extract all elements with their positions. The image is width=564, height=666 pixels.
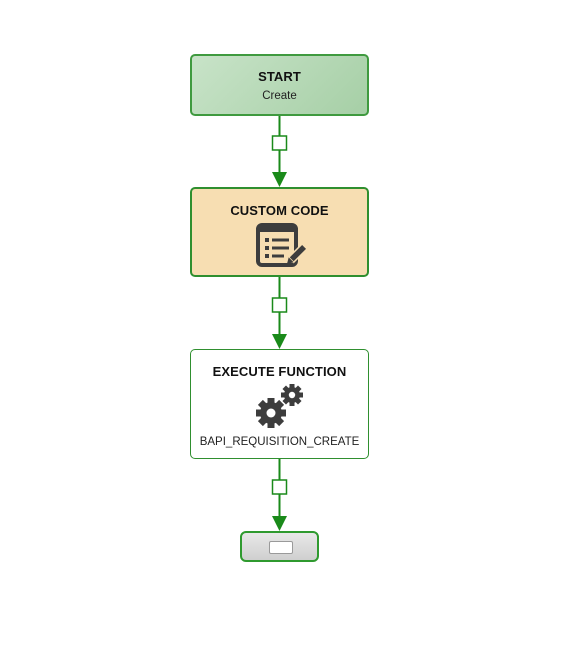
gears-icon: [256, 384, 303, 428]
connector-start-to-custom: [271, 116, 288, 187]
custom-code-node[interactable]: CUSTOM CODE: [190, 187, 369, 277]
connector-handle[interactable]: [271, 135, 288, 151]
start-node-title: START: [258, 69, 301, 84]
checklist-edit-icon: [256, 223, 307, 267]
connector-handle[interactable]: [271, 479, 288, 495]
end-marker-icon: [269, 541, 293, 554]
execute-function-node[interactable]: EXECUTE FUNCTION BAPI_REQUISIT: [190, 349, 369, 459]
arrow-head: [272, 334, 287, 349]
custom-code-node-title: CUSTOM CODE: [230, 203, 329, 218]
arrow-head: [272, 172, 287, 187]
arrow-head: [272, 516, 287, 531]
connector-exec-to-end: [271, 459, 288, 531]
end-node[interactable]: [240, 531, 319, 562]
connector-custom-to-exec: [271, 277, 288, 349]
connector-handle[interactable]: [271, 297, 288, 313]
execute-function-name: BAPI_REQUISITION_CREATE: [199, 436, 360, 448]
start-node[interactable]: START Create: [190, 54, 369, 116]
execute-function-node-title: EXECUTE FUNCTION: [212, 364, 347, 379]
start-node-subtitle: Create: [262, 90, 297, 102]
